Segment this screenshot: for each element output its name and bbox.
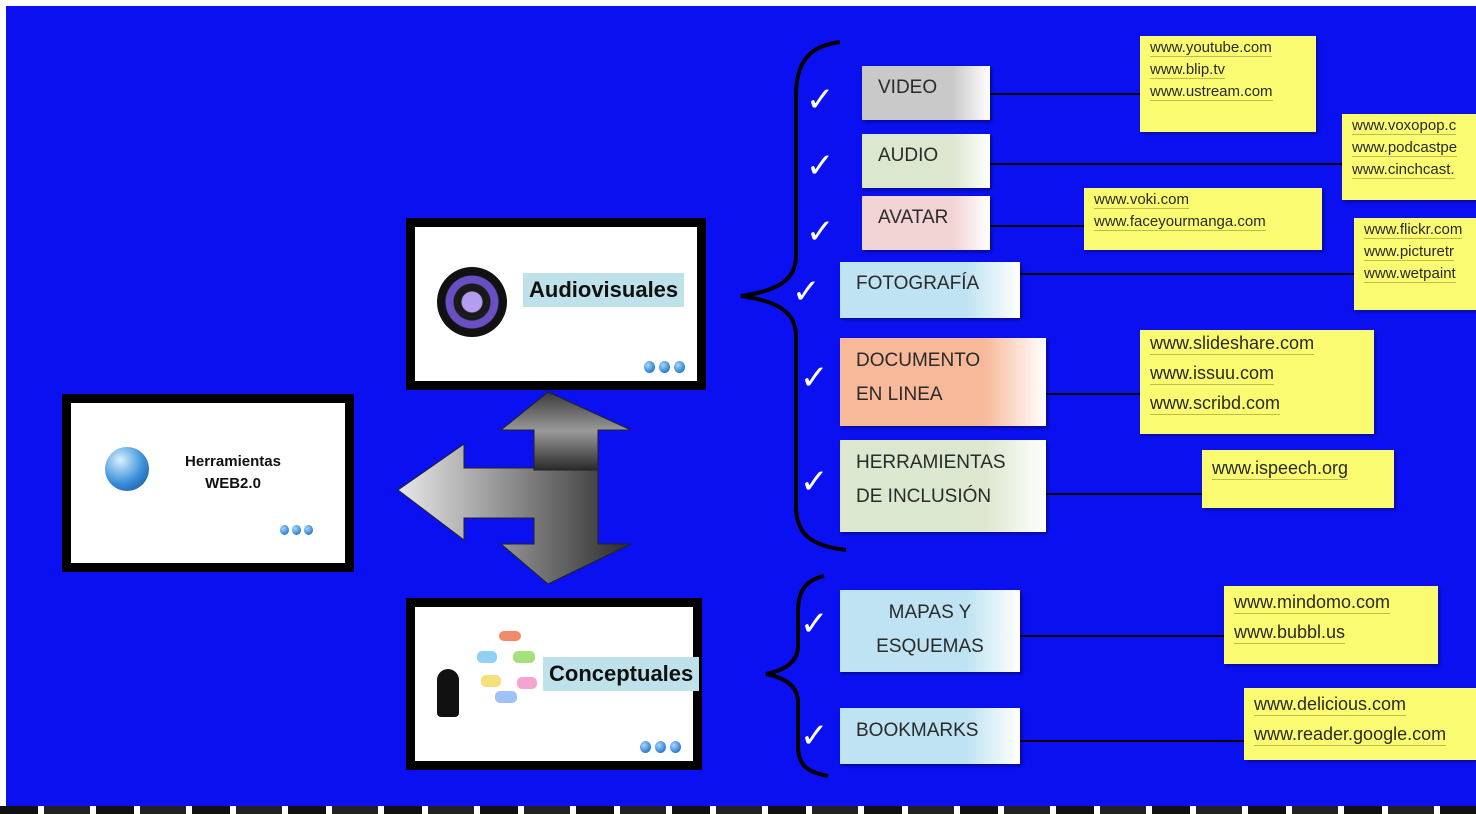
check-icon: ✓ [792, 272, 821, 312]
url-link[interactable]: www.issuu.com [1150, 363, 1275, 385]
globe-icon [105, 447, 149, 491]
main-node-subtitle: WEB2.0 [205, 475, 261, 492]
sticky-fotografia: www.flickr.com www.picturetr www.wetpain… [1354, 218, 1476, 310]
audiovisuales-node[interactable]: Audiovisuales [406, 218, 706, 390]
more-dots-icon [640, 741, 681, 753]
check-icon: ✓ [806, 80, 835, 120]
url-link[interactable]: www.flickr.com [1364, 221, 1463, 239]
check-icon: ✓ [806, 146, 835, 186]
url-link[interactable]: www.voki.com [1094, 191, 1190, 209]
concept-map-icon [469, 629, 549, 709]
url-link[interactable]: www.voxopop.c [1352, 117, 1457, 135]
conceptuales-label: Conceptuales [543, 657, 700, 691]
url-link[interactable]: www.blip.tv [1150, 61, 1226, 79]
check-icon: ✓ [800, 716, 829, 756]
main-node[interactable]: Herramientas WEB2.0 [62, 394, 354, 572]
audiovisuales-label: Audiovisuales [523, 273, 685, 307]
category-label: DOCUMENTO [856, 350, 981, 371]
conceptual-brace [765, 574, 829, 778]
sticky-video: www.youtube.com www.blip.tv www.ustream.… [1140, 36, 1316, 132]
url-link[interactable]: www.picturetr [1364, 243, 1455, 261]
category-video[interactable]: VIDEO [862, 66, 990, 120]
conceptuales-node[interactable]: Conceptuales [406, 598, 702, 770]
bottom-strip [0, 806, 1476, 814]
url-link[interactable]: www.podcastpe [1352, 139, 1458, 157]
category-label: DE INCLUSIÓN [856, 486, 992, 507]
category-avatar[interactable]: AVATAR [862, 196, 990, 250]
connector-layer [397, 40, 1354, 778]
url-link[interactable]: www.ustream.com [1150, 83, 1273, 101]
category-documento[interactable]: DOCUMENTO EN LINEA [840, 338, 1046, 426]
sticky-documento: www.slideshare.com www.issuu.com www.scr… [1140, 330, 1374, 434]
url-link[interactable]: www.wetpaint [1364, 265, 1456, 283]
main-node-title: Herramientas [185, 453, 281, 470]
person-icon [437, 669, 459, 717]
url-link[interactable]: www.scribd.com [1150, 393, 1281, 415]
url-link[interactable]: www.mindomo.com [1234, 592, 1391, 614]
audiovisual-brace [740, 40, 847, 552]
check-icon: ✓ [800, 604, 829, 644]
category-label: FOTOGRAFÍA [856, 273, 980, 294]
url-link[interactable]: www.youtube.com [1150, 39, 1272, 57]
headphones-icon [437, 267, 507, 337]
url-link[interactable]: www.delicious.com [1254, 694, 1407, 716]
url-link[interactable]: www.ispeech.org [1212, 458, 1349, 480]
url-link[interactable]: www.slideshare.com [1150, 333, 1315, 355]
category-fotografia[interactable]: FOTOGRAFÍA [840, 262, 1020, 318]
connector-arrow-icon [499, 391, 632, 471]
more-dots-icon [280, 525, 313, 535]
url-link[interactable]: www.reader.google.com [1254, 724, 1447, 746]
sticky-inclusion: www.ispeech.org [1202, 450, 1394, 508]
mindmap-canvas: Herramientas WEB2.0 Audiovisuales [6, 6, 1476, 806]
category-bookmarks[interactable]: BOOKMARKS [840, 708, 1020, 764]
category-label: HERRAMIENTAS [856, 452, 1006, 473]
category-label: AUDIO [878, 145, 939, 166]
check-icon: ✓ [800, 462, 829, 502]
more-dots-icon [644, 361, 685, 373]
sticky-mapas: www.mindomo.com www.bubbl.us [1224, 586, 1438, 664]
sticky-avatar: www.voki.com www.faceyourmanga.com [1084, 188, 1322, 250]
category-label: EN LINEA [856, 384, 943, 405]
url-link[interactable]: www.cinchcast. [1352, 161, 1455, 179]
category-label: ESQUEMAS [876, 636, 984, 657]
sticky-audio: www.voxopop.c www.podcastpe www.cinchcas… [1342, 114, 1476, 200]
category-mapas[interactable]: MAPAS Y ESQUEMAS [840, 590, 1020, 672]
sticky-bookmarks: www.delicious.com www.reader.google.com [1244, 688, 1476, 760]
category-inclusion[interactable]: HERRAMIENTAS DE INCLUSIÓN [840, 440, 1046, 532]
url-link[interactable]: www.bubbl.us [1234, 622, 1346, 644]
category-label: VIDEO [878, 77, 938, 98]
category-label: MAPAS Y [888, 602, 972, 623]
category-label: BOOKMARKS [856, 720, 979, 741]
check-icon: ✓ [806, 212, 835, 252]
category-label: AVATAR [878, 207, 949, 228]
url-link[interactable]: www.faceyourmanga.com [1094, 213, 1266, 231]
category-audio[interactable]: AUDIO [862, 134, 990, 188]
check-icon: ✓ [800, 358, 829, 398]
